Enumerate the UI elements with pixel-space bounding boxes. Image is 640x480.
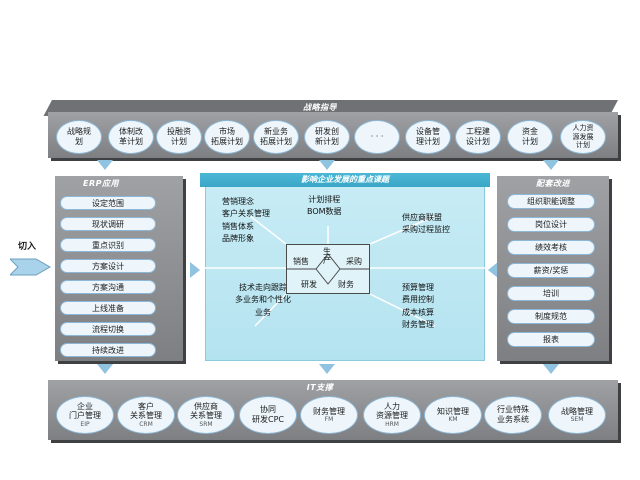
topic-item: 费用控制 <box>402 295 434 305</box>
erp-step: 流程切换 <box>60 322 156 336</box>
strategy-item: 投融资 计划 <box>156 120 202 154</box>
arrow-down-icon <box>543 364 559 374</box>
topic-item: 采购过程监控 <box>402 225 450 235</box>
topic-item: 预算管理 <box>402 283 434 292</box>
center-connectors <box>205 215 485 327</box>
it-system-name: 协同 研发CPC <box>252 405 284 424</box>
erp-step: 上线准备 <box>60 301 156 315</box>
it-system-code: CRM <box>139 421 153 428</box>
it-system-code: EIP <box>80 421 90 428</box>
erp-step: 现状调研 <box>60 217 156 231</box>
marketing-topics: 营销理念 客户关系管理 销售体系 品牌形象 <box>222 196 270 246</box>
rnd-topics: 技术走向跟踪 多业务和个性化 业务 <box>222 282 304 319</box>
topic-item: 财务管理 <box>402 320 434 330</box>
topic-item: 成本核算 <box>402 307 434 317</box>
strategy-item: 人力资 源发展 计划 <box>560 120 606 154</box>
support-item: 培训 <box>507 286 595 301</box>
finance-topics: 预算管理 费用控制 成本核算 财务管理 <box>402 282 434 332</box>
topic-item: 业务 <box>255 307 271 317</box>
center-title: 影响企业发展的重点课题 <box>301 175 389 184</box>
it-system-name: 企业 门户管理 <box>69 401 101 421</box>
purchasing-topics: 供应商联盟 采购过程监控 <box>402 212 450 237</box>
topic-item: BOM数据 <box>307 207 342 217</box>
it-system-name: 战略管理 <box>561 406 593 416</box>
strategy-item: 工程建 设计划 <box>455 120 501 154</box>
erp-step: 重点识别 <box>60 238 156 252</box>
it-system-code: SEM <box>570 416 584 424</box>
arrow-down-icon <box>319 364 335 374</box>
topic-item: 计划排程 <box>308 195 341 204</box>
arrow-down-icon <box>97 160 113 170</box>
support-item: 制度规范 <box>507 309 595 324</box>
it-system-code: FM <box>324 416 334 424</box>
arrow-down-icon <box>97 364 113 374</box>
it-system-name: 行业特殊 业务系统 <box>497 405 529 424</box>
arrow-down-icon <box>543 160 559 170</box>
support-item: 薪资/奖惩 <box>507 263 595 278</box>
erp-step: 持续改进 <box>60 343 156 357</box>
arrow-right-icon <box>190 262 200 278</box>
core-dividers <box>286 253 370 285</box>
it-system-name: 财务管理 <box>313 406 345 416</box>
core-rnd: 研发 <box>301 280 317 289</box>
core-purchasing: 采购 <box>346 257 362 266</box>
support-item: 报表 <box>507 332 595 347</box>
strategy-item: 研发创 新计划 <box>304 120 350 154</box>
erp-step: 方案设计 <box>60 259 156 273</box>
it-system: 协同 研发CPC <box>239 396 297 434</box>
strategy-item: 市场 拓展计划 <box>204 120 250 154</box>
strategy-item: 资金 计划 <box>507 120 553 154</box>
it-system-name: 客户 关系管理 <box>130 401 162 421</box>
topic-item: 品牌形象 <box>222 234 254 244</box>
it-system-code: KM <box>448 416 458 424</box>
it-system-code: SRM <box>199 421 213 428</box>
support-item: 绩效考核 <box>507 240 595 255</box>
entry-arrow-icon <box>10 258 52 276</box>
entry-label: 切入 <box>18 242 37 252</box>
core-finance: 财务 <box>338 280 354 289</box>
strategy-item: 体制改 革计划 <box>108 120 154 154</box>
it-system-name: 供应商 关系管理 <box>190 401 222 421</box>
strategy-item: 设备管 理计划 <box>405 120 451 154</box>
it-title: IT支撑 <box>306 383 334 392</box>
topic-item: 客户关系管理 <box>222 209 270 219</box>
it-system: 行业特殊 业务系统 <box>484 396 542 434</box>
core-sales: 销售 <box>293 257 309 266</box>
topic-item: 销售体系 <box>222 221 254 231</box>
strategy-item: 战略规 划 <box>56 120 102 154</box>
topic-item: 营销理念 <box>222 197 254 206</box>
topic-item: 多业务和个性化 <box>235 295 291 305</box>
erp-step: 方案沟通 <box>60 280 156 294</box>
erp-step: 设定范围 <box>60 196 156 210</box>
topic-item: 供应商联盟 <box>402 213 442 222</box>
strategy-item: 新业务 拓展计划 <box>253 120 299 154</box>
support-item: 岗位设计 <box>507 217 595 232</box>
it-system-name: 人力 资源管理 <box>376 401 408 421</box>
it-system-code: HRM <box>385 421 399 428</box>
support-title: 配套改进 <box>536 179 570 188</box>
core-production: 生 产 <box>323 247 331 265</box>
topic-item: 技术走向跟踪 <box>239 283 287 292</box>
erp-title: ERP应用 <box>83 179 119 188</box>
strategy-title: 战略指导 <box>303 103 337 112</box>
it-system-name: 知识管理 <box>437 406 469 416</box>
production-topics: 计划排程 BOM数据 <box>307 194 342 219</box>
support-item: 组织职能调整 <box>507 194 595 209</box>
strategy-item: · · · <box>354 120 400 154</box>
arrow-down-icon <box>319 160 335 170</box>
center-title-band <box>200 173 490 187</box>
